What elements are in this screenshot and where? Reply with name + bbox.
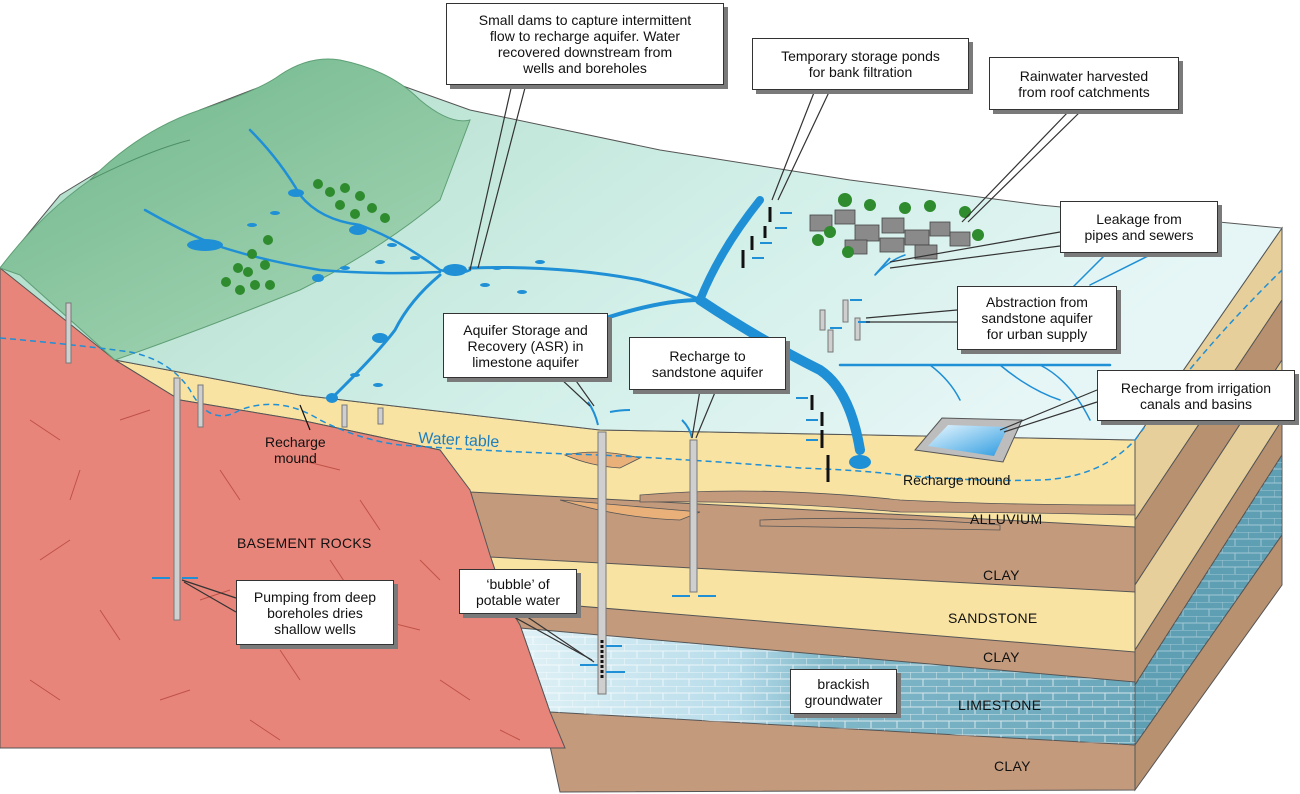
callout-asr: Aquifer Storage and Recovery (ASR) in li… <box>443 313 608 378</box>
town-houses <box>809 193 984 260</box>
callout-bubble-line-1: ‘bubble’ of <box>486 575 550 592</box>
callout-brackish-line-1: brackish <box>817 675 870 692</box>
callout-small-dams-line-4: wells and boreholes <box>523 60 647 76</box>
callout-irrigation: Recharge from irrigation canals and basi… <box>1097 370 1295 421</box>
recharge-mound-right-label: Recharge mound <box>903 472 1011 488</box>
callout-temp-ponds-line-2: for bank filtration <box>808 64 913 80</box>
river-network <box>143 128 1161 455</box>
callout-temp-ponds-line-1: Temporary storage ponds <box>781 48 940 64</box>
layer-label-alluvium: ALLUVIUM <box>970 511 1043 527</box>
callout-small-dams: Small dams to capture intermittent flow … <box>446 3 724 85</box>
layer-label-clay-2: CLAY <box>983 649 1020 665</box>
callout-pumping-line-3: shallow wells <box>274 620 356 637</box>
callout-recharge-sandstone: Recharge to sandstone aquifer <box>629 337 786 390</box>
layer-label-clay-1: CLAY <box>983 567 1020 583</box>
callout-small-dams-line-3: recovered downstream from <box>497 44 673 60</box>
callout-brackish: brackish groundwater <box>790 669 897 714</box>
callout-rainwater-line-2: from roof catchments <box>1018 83 1150 100</box>
layer-label-limestone: LIMESTONE <box>958 697 1042 713</box>
layer-label-sandstone: SANDSTONE <box>948 610 1038 626</box>
callout-asr-line-1: Aquifer Storage and <box>463 321 588 338</box>
callout-abstraction-line-2: sandstone aquifer <box>981 310 1093 326</box>
callout-abstraction-line-3: for urban supply <box>986 326 1088 342</box>
callout-leakage-line-2: pipes and sewers <box>1084 227 1194 243</box>
dam-ponds <box>187 189 871 469</box>
recharge-mound-left-line-1: Recharge <box>265 434 326 450</box>
callout-irrigation-line-1: Recharge from irrigation <box>1120 379 1272 396</box>
trees <box>221 179 390 295</box>
callout-pumping: Pumping from deep boreholes dries shallo… <box>236 580 394 645</box>
recharge-mound-left-line-2: mound <box>273 450 317 466</box>
callout-asr-line-2: Recovery (ASR) in <box>467 337 584 354</box>
callout-temp-ponds: Temporary storage ponds for bank filtrat… <box>752 38 969 90</box>
callout-asr-line-3: limestone aquifer <box>472 353 579 370</box>
recharge-mound-left-label: Recharge mound <box>265 434 326 466</box>
recharge-spots <box>247 211 545 387</box>
abstraction-wells-dark <box>600 207 830 680</box>
irrigation-basin <box>914 417 1023 463</box>
recharge-mound-arrow <box>299 404 311 431</box>
callout-pumping-line-2: boreholes dries <box>267 604 363 621</box>
callout-irrigation-line-2: canals and basins <box>1139 395 1253 412</box>
callout-recharge-sandstone-line-1: Recharge to <box>669 347 746 364</box>
layer-label-clay-3: CLAY <box>994 758 1031 774</box>
wells <box>65 299 861 695</box>
basement-rocks <box>0 267 566 749</box>
callout-small-dams-line-1: Small dams to capture intermittent <box>478 12 692 28</box>
water-table-line <box>0 269 1283 482</box>
callout-pumping-line-1: Pumping from deep <box>253 588 377 605</box>
callout-leakage: Leakage from pipes and sewers <box>1060 201 1218 253</box>
callout-small-dams-line-2: flow to recharge aquifer. Water <box>489 28 681 44</box>
callout-leakage-line-1: Leakage from <box>1096 211 1182 227</box>
leader-lines <box>181 83 1098 663</box>
basement-rocks-label: BASEMENT ROCKS <box>237 535 372 551</box>
callout-abstraction-line-1: Abstraction from <box>986 294 1088 310</box>
block-side-face <box>1134 226 1283 792</box>
flow-arrows <box>152 212 891 673</box>
callout-bubble-line-2: potable water <box>475 591 561 608</box>
callout-bubble: ‘bubble’ of potable water <box>459 569 577 614</box>
callout-abstraction: Abstraction from sandstone aquifer for u… <box>957 286 1117 350</box>
callout-brackish-line-2: groundwater <box>804 691 883 708</box>
callout-rainwater: Rainwater harvested from roof catchments <box>989 57 1179 110</box>
callout-recharge-sandstone-line-2: sandstone aquifer <box>651 363 764 380</box>
callout-rainwater-line-1: Rainwater harvested <box>1019 67 1149 84</box>
